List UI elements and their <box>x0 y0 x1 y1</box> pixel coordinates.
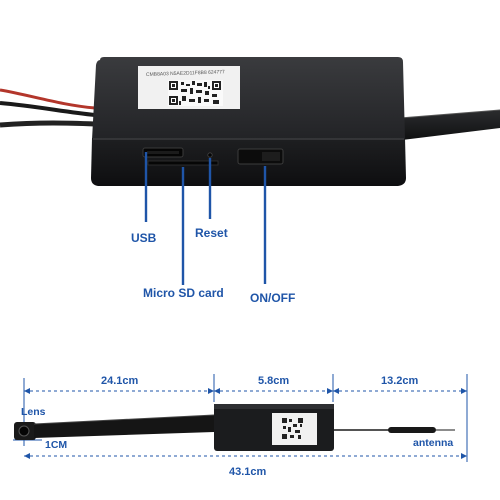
black-wire-2 <box>0 120 96 128</box>
device-closeup: CMB8A03 N5AE2D11F8B8 624777 <box>0 57 500 285</box>
reset-hole <box>207 152 213 158</box>
total-length-label: 43.1cm <box>229 466 267 478</box>
micro-sd-slot <box>147 160 219 166</box>
lens-icon <box>18 425 30 437</box>
device-label-sticker: CMB8A03 N5AE2D11F8B8 624777 <box>146 69 225 78</box>
ribbon-cable <box>400 110 500 140</box>
usb-label: USB <box>131 231 157 245</box>
flat-cable <box>34 415 214 438</box>
antenna-label: antenna <box>413 437 454 449</box>
antenna-length-label: 13.2cm <box>381 375 419 387</box>
reset-label: Reset <box>195 226 228 240</box>
box-qr-code <box>282 418 303 439</box>
micro-sd-label: Micro SD card <box>143 286 224 300</box>
antenna-rod <box>388 427 436 433</box>
qr-code <box>168 80 223 106</box>
dimension-diagram <box>13 374 468 462</box>
black-wire <box>0 101 96 117</box>
on-off-label: ON/OFF <box>250 291 296 305</box>
box-sticker <box>272 413 317 445</box>
lens-label: Lens <box>21 406 46 418</box>
lens-diameter-label: 1CM <box>45 439 68 451</box>
cable-length-label: 24.1cm <box>101 375 139 387</box>
red-wire <box>0 88 96 110</box>
box-width-label: 5.8cm <box>258 375 290 387</box>
